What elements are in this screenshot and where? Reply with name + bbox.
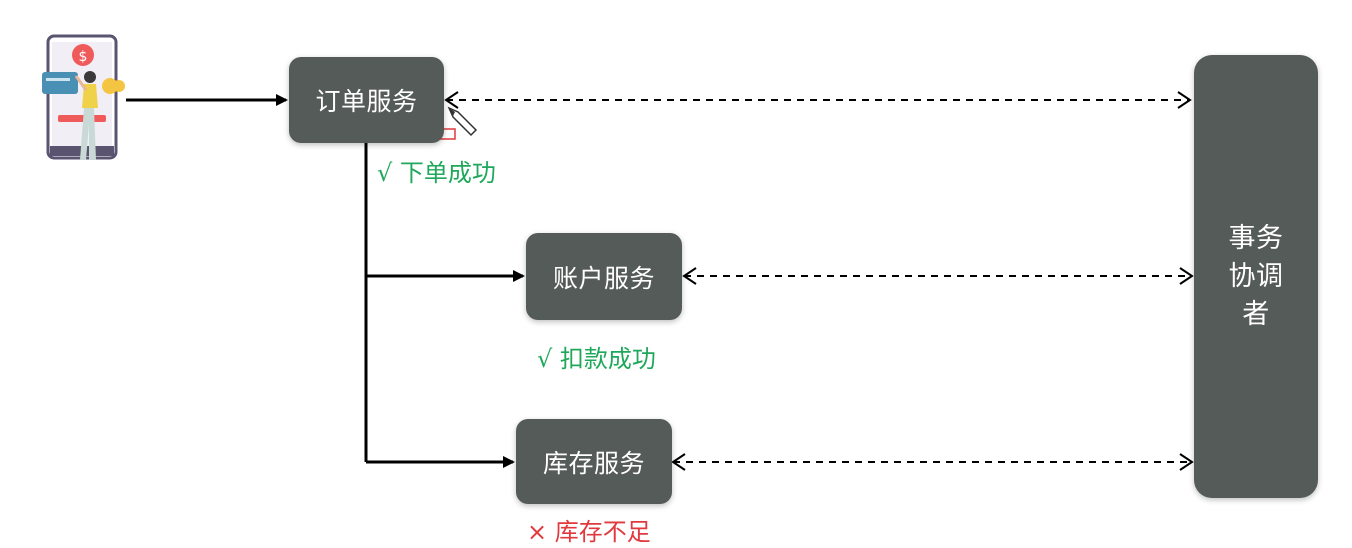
account-service-box[interactable]: 账户服务 [526, 233, 682, 320]
stock-service-box[interactable]: 库存服务 [516, 419, 672, 504]
order-service-label: 订单服务 [315, 87, 418, 116]
stock-service-label: 库存服务 [542, 448, 645, 478]
account-service-label: 账户服务 [552, 263, 655, 293]
stock-status-text: × 库存不足 [527, 518, 651, 546]
order-service-box[interactable]: 订单服务 [289, 57, 444, 143]
transaction-coordinator-box[interactable]: 事务 协调 者 [1194, 55, 1318, 498]
svg-text:$: $ [79, 49, 88, 65]
mobile-payment-user-icon: $ [42, 34, 125, 160]
account-status-text: √ 扣款成功 [537, 345, 656, 373]
transaction-coordinator-label: 事务 协调 者 [1228, 222, 1284, 330]
order-status-text: √ 下单成功 [377, 159, 496, 187]
